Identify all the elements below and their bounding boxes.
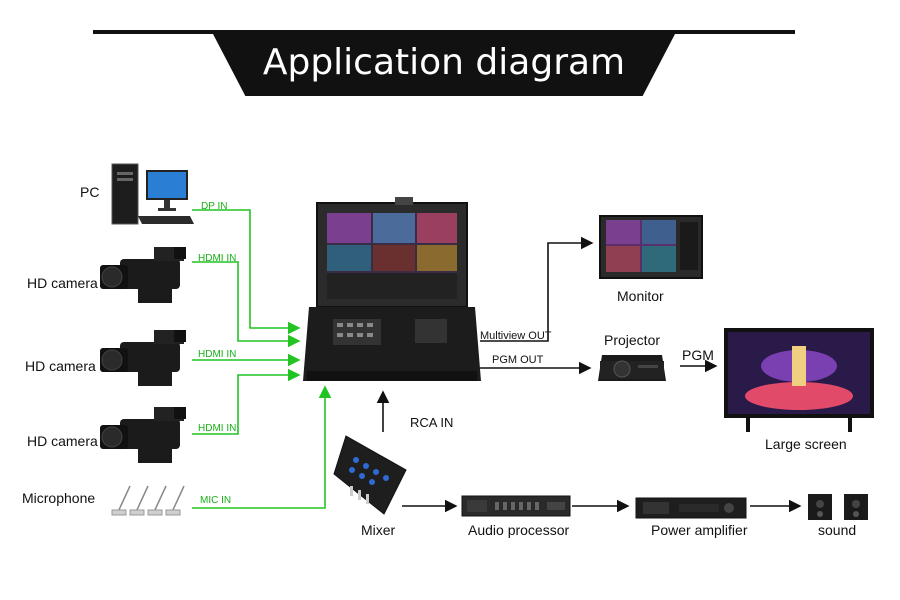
monitor-icon (599, 215, 703, 279)
hdmi-in-port-label-1: HDMI IN (198, 253, 237, 264)
mixer-icon (333, 435, 407, 515)
hd-camera-label-3: HD camera (27, 433, 98, 449)
hdmi-in-line-3 (192, 368, 301, 435)
hd-camera-label-1: HD camera (27, 275, 98, 291)
hdmi-in-line-1 (192, 261, 301, 348)
multiview-out-line (480, 236, 594, 342)
camera-icon (100, 407, 186, 463)
audio-processor-icon (461, 495, 571, 517)
hdmi-in-port-label-3: HDMI IN (198, 423, 237, 434)
speaker-icon (808, 494, 868, 520)
mixer-label: Mixer (361, 522, 396, 538)
pc-icon (111, 163, 194, 225)
pc-label: PC (80, 184, 100, 200)
microphone-icon (111, 485, 185, 516)
hd-camera-label-2: HD camera (25, 358, 96, 374)
banner-rule (93, 30, 795, 34)
video-switcher-icon (303, 197, 481, 381)
monitor-label: Monitor (617, 288, 664, 304)
pgm-out-label: PGM OUT (492, 354, 544, 366)
mic-in-line (192, 385, 332, 509)
multiview-out-label: Multiview OUT (480, 330, 552, 342)
power-amplifier-label: Power amplifier (651, 522, 748, 538)
sound-label: sound (818, 522, 857, 538)
power-amplifier-icon (635, 497, 747, 519)
large-screen-icon (724, 328, 874, 432)
hdmi-in-port-label-2: HDMI IN (198, 349, 237, 360)
projector-label: Projector (604, 332, 661, 348)
dp-in-port-label: DP IN (201, 201, 228, 212)
pgm-label: PGM (682, 347, 714, 363)
large-screen-label: Large screen (765, 436, 847, 452)
camera-icon (100, 247, 186, 303)
dp-in-line (192, 209, 301, 335)
title-banner (213, 34, 675, 96)
projector-icon (598, 355, 666, 381)
audio-processor-label: Audio processor (468, 522, 570, 538)
rca-in-label: RCA IN (410, 415, 454, 430)
camera-icon (100, 330, 186, 386)
diagram-title: Application diagram (262, 42, 626, 83)
microphone-label: Microphone (22, 490, 96, 506)
mic-in-port-label: MIC IN (200, 495, 232, 506)
